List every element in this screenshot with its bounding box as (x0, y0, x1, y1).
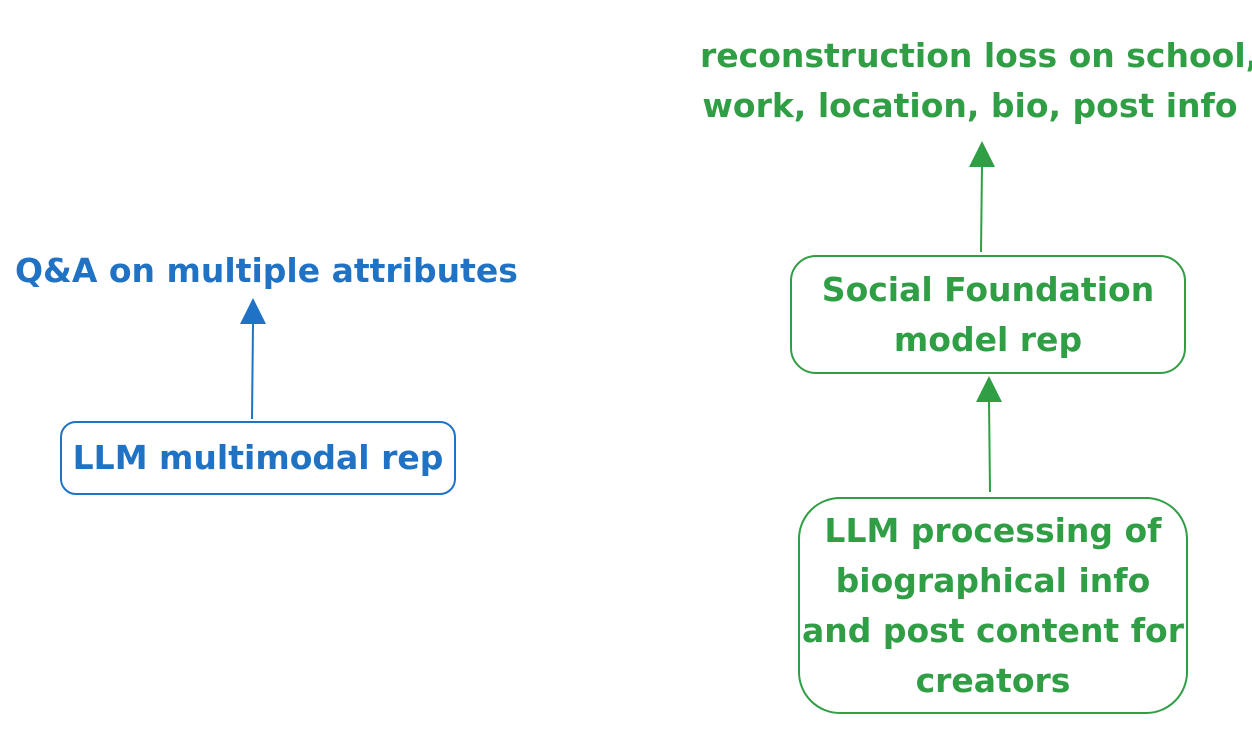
arrow-right-rep-to-loss (969, 141, 995, 253)
social-foundation-rep-node: Social Foundation model rep (790, 255, 1186, 374)
llm-processing-line-4: creators (915, 660, 1071, 700)
llm-processing-node: LLM processing of biographical info and … (798, 497, 1188, 714)
social-foundation-rep-line-2: model rep (893, 319, 1083, 359)
qa-objective-label: Q&A on multiple attributes (15, 251, 518, 290)
llm-processing-line-2: biographical info (835, 560, 1151, 600)
llm-processing-line-1: LLM processing of (824, 510, 1162, 550)
social-foundation-rep-line-1: Social Foundation (821, 269, 1155, 309)
llm-multimodal-rep-node: LLM multimodal rep (60, 421, 456, 495)
llm-processing-line-3: and post content for (801, 610, 1184, 650)
reconstruction-loss-label: reconstruction loss on school, work, loc… (700, 31, 1252, 131)
llm-multimodal-rep-label: LLM multimodal rep (72, 438, 444, 477)
reconstruction-loss-line-1: reconstruction loss on school, (700, 36, 1252, 75)
reconstruction-loss-line-2: work, location, bio, post info (702, 86, 1238, 125)
arrow-left-rep-to-qa (240, 298, 266, 420)
arrow-right-input-to-rep (976, 376, 1002, 493)
